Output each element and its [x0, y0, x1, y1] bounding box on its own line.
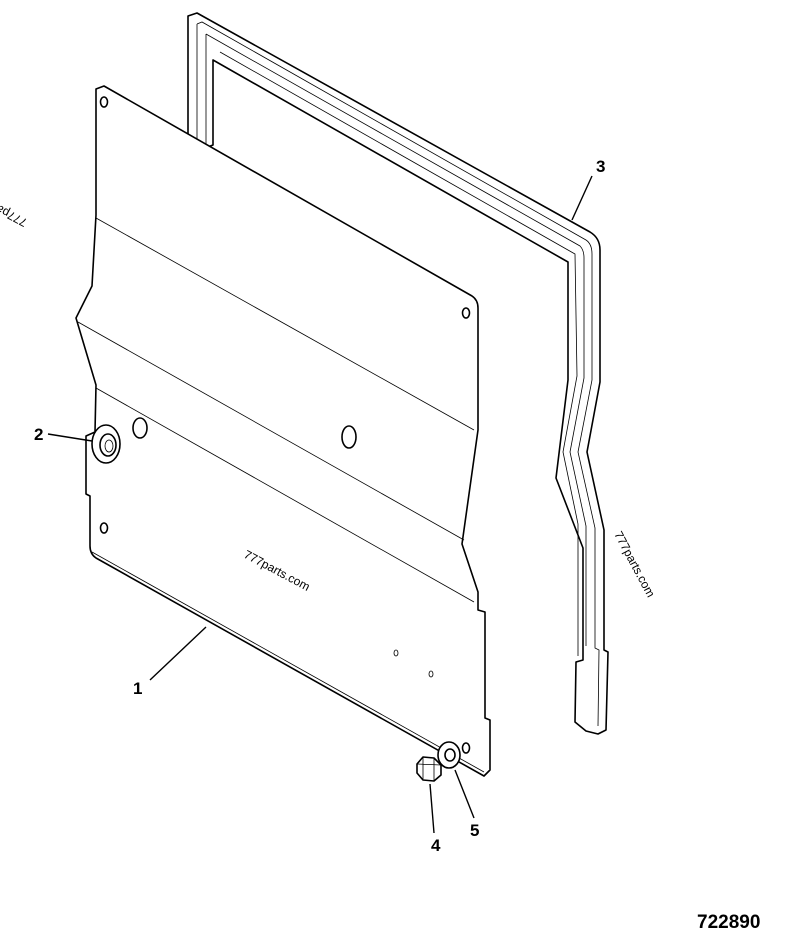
panel-hole-top-right	[461, 307, 471, 319]
nut-body	[416, 756, 442, 782]
callout-part-5: 5	[470, 821, 479, 840]
leader-lines	[47, 175, 593, 834]
nut-part-4	[416, 756, 442, 782]
callout-part-2: 2	[34, 425, 43, 444]
panel-lower-fold-line	[95, 387, 475, 603]
grommet-bore	[104, 439, 114, 453]
panel-hole-bottom-left	[99, 522, 109, 534]
leader-part-4	[429, 783, 435, 834]
watermark-gasket: 777parts.com	[611, 529, 657, 600]
washer-inner	[444, 748, 456, 762]
panel-small-hole-1	[393, 649, 399, 657]
gasket-inner-edge	[219, 51, 579, 656]
panel-grommet-hole-left	[132, 417, 148, 439]
gasket-seal-part-3	[187, 12, 609, 735]
panel-hole-bottom-right	[461, 742, 471, 754]
drawing-number: 722890	[697, 912, 760, 933]
leader-part-3	[571, 175, 593, 221]
access-panel-part-1	[75, 85, 491, 777]
grommet-part-2	[91, 424, 121, 464]
panel-top-fold-line	[95, 217, 475, 431]
panel-small-hole-2	[428, 670, 434, 678]
callout-part-3: 3	[596, 157, 605, 176]
grommet-inner-ring	[99, 433, 117, 457]
panel-middle-fold-line	[77, 321, 465, 541]
panel-outline	[75, 85, 491, 777]
callout-part-1: 1	[133, 679, 142, 698]
gasket-left-rail	[196, 24, 207, 144]
panel-hole-top-left	[99, 96, 109, 108]
washer-part-5	[437, 741, 461, 769]
gasket-inner-lip-2	[205, 33, 587, 646]
watermark-edge-fragment: 777pa	[0, 202, 29, 230]
leader-part-2	[47, 433, 93, 442]
nut-face-edges	[416, 757, 442, 781]
leader-part-5	[454, 769, 475, 819]
leader-part-1	[149, 626, 207, 681]
callout-part-4: 4	[431, 836, 441, 855]
gasket-inner-lip	[196, 21, 600, 727]
panel-grommet-hole-center	[341, 425, 357, 449]
panel-bottom-edge-thickness	[91, 551, 485, 773]
